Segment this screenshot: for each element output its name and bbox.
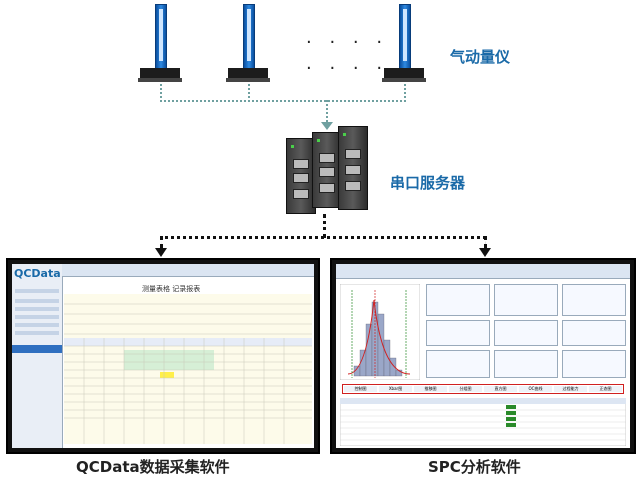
connector-to-spc — [484, 236, 487, 248]
connector-from-server — [323, 214, 326, 238]
spc-tab-6[interactable]: OC曲线 — [519, 386, 552, 392]
server-label: 串口服务器 — [390, 174, 466, 192]
qcdata-sidebar: QCData — [12, 264, 63, 448]
connector-to-qcdata — [160, 236, 163, 248]
spc-tab-3[interactable]: 推移图 — [414, 386, 447, 392]
qcdata-sheet-title: 测量表格 记录报表 — [142, 285, 201, 293]
arrow-to-qcdata — [155, 248, 167, 257]
connector-to-server — [326, 100, 328, 122]
arrow-to-spc — [479, 248, 491, 257]
pneumatic-gauge-3 — [382, 4, 428, 84]
qcdata-screenshot: QCData 测量表格 记录报表 — [6, 258, 320, 454]
connector-split — [160, 236, 486, 239]
spc-data-table — [340, 398, 626, 446]
spc-caption: SPC分析软件 — [428, 458, 521, 476]
qcdata-logo: QCData — [14, 267, 61, 280]
ellipsis-dots: · · · ·· · · · — [306, 32, 389, 79]
qcdata-caption: QCData数据采集软件 — [76, 458, 230, 476]
qcdata-toolbar — [62, 264, 314, 277]
connector-gauge-3 — [404, 84, 406, 102]
qcdata-grid — [64, 294, 312, 444]
connector-gauge-1 — [160, 84, 162, 102]
gauge-label: 气动量仪 — [450, 48, 511, 66]
connector-gauge-2 — [248, 84, 250, 102]
spc-toolbar — [336, 264, 630, 279]
pneumatic-gauge-2 — [226, 4, 272, 84]
spc-tab-5[interactable]: 直方图 — [484, 386, 517, 392]
spc-tab-8[interactable]: 正态图 — [589, 386, 622, 392]
spc-tab-2[interactable]: Xbar图 — [379, 386, 412, 392]
spc-histogram — [340, 284, 420, 380]
arrow-to-server — [321, 122, 333, 130]
serial-server-3 — [338, 126, 368, 210]
spc-stats-boxes — [426, 284, 626, 380]
pneumatic-gauge-1 — [138, 4, 184, 84]
spc-tab-7[interactable]: 过程能力 — [554, 386, 587, 392]
spc-screenshot: 控制图 Xbar图 推移图 分组图 直方图 OC曲线 过程能力 正态图 — [330, 258, 636, 454]
serial-server-2 — [312, 132, 342, 208]
spc-analysis-tabs: 控制图 Xbar图 推移图 分组图 直方图 OC曲线 过程能力 正态图 — [342, 384, 624, 394]
spc-tab-4[interactable]: 分组图 — [449, 386, 482, 392]
spc-tab-1[interactable]: 控制图 — [344, 386, 377, 392]
connector-bus — [160, 100, 406, 102]
